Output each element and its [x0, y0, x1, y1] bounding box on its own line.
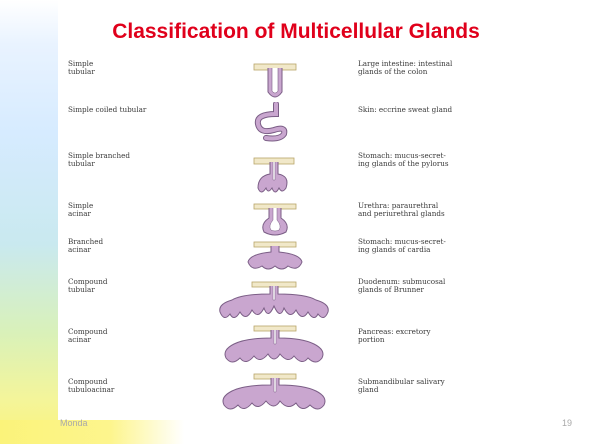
gland-example-label: Duodenum: submucosal glands of Brunner — [358, 278, 528, 294]
gland-example-label: Submandibular salivary gland — [358, 378, 528, 394]
gland-row: Compound acinar Pancreas: excretory port… — [60, 328, 534, 372]
simple-tubular-gland-icon — [250, 62, 300, 104]
gland-row: Compound tubuloacinar Submandibular sali… — [60, 378, 534, 422]
compound-tubuloacinar-gland-icon — [216, 372, 332, 416]
gland-type-label: Simple acinar — [68, 202, 218, 218]
gland-row: Simple branched tubular Stomach: mucus-s… — [60, 152, 534, 196]
gland-example-label: Stomach: mucus-secret- ing glands of car… — [358, 238, 528, 254]
gland-row: Compound tubular Duodenum: submucosal gl… — [60, 278, 534, 322]
bottom-decorative-bar — [0, 420, 184, 444]
simple-acinar-gland-icon — [250, 202, 300, 238]
gland-type-label: Branched acinar — [68, 238, 218, 254]
gland-type-label: Compound tubular — [68, 278, 218, 294]
gland-classification-figure: Simple tubular Large intestine: intestin… — [60, 56, 534, 416]
gland-row: Branched acinar Stomach: mucus-secret- i… — [60, 238, 534, 282]
simple-coiled-tubular-gland-icon — [246, 102, 302, 142]
gland-row: Simple tubular Large intestine: intestin… — [60, 60, 534, 104]
page-number: 19 — [562, 418, 572, 428]
gland-type-label: Simple tubular — [68, 60, 218, 76]
simple-branched-tubular-gland-icon — [244, 156, 304, 200]
gland-type-label: Compound tubuloacinar — [68, 378, 218, 394]
gland-row: Simple coiled tubular Skin: eccrine swea… — [60, 106, 534, 150]
left-decorative-bar — [0, 0, 58, 444]
gland-type-label: Simple branched tubular — [68, 152, 218, 168]
gland-example-label: Skin: eccrine sweat gland — [358, 106, 528, 114]
footer-date: Monda — [60, 418, 88, 428]
gland-type-label: Compound acinar — [68, 328, 218, 344]
slide-title: Classification of Multicellular Glands — [0, 20, 592, 44]
branched-acinar-gland-icon — [240, 240, 310, 274]
gland-type-label: Simple coiled tubular — [68, 106, 218, 114]
gland-example-label: Pancreas: excretory portion — [358, 328, 528, 344]
gland-example-label: Stomach: mucus-secret- ing glands of the… — [358, 152, 528, 168]
gland-example-label: Urethra: paraurethral and periurethral g… — [358, 202, 528, 218]
compound-tubular-gland-icon — [212, 280, 336, 326]
gland-example-label: Large intestine: intestinal glands of th… — [358, 60, 528, 76]
compound-acinar-gland-icon — [216, 324, 332, 370]
